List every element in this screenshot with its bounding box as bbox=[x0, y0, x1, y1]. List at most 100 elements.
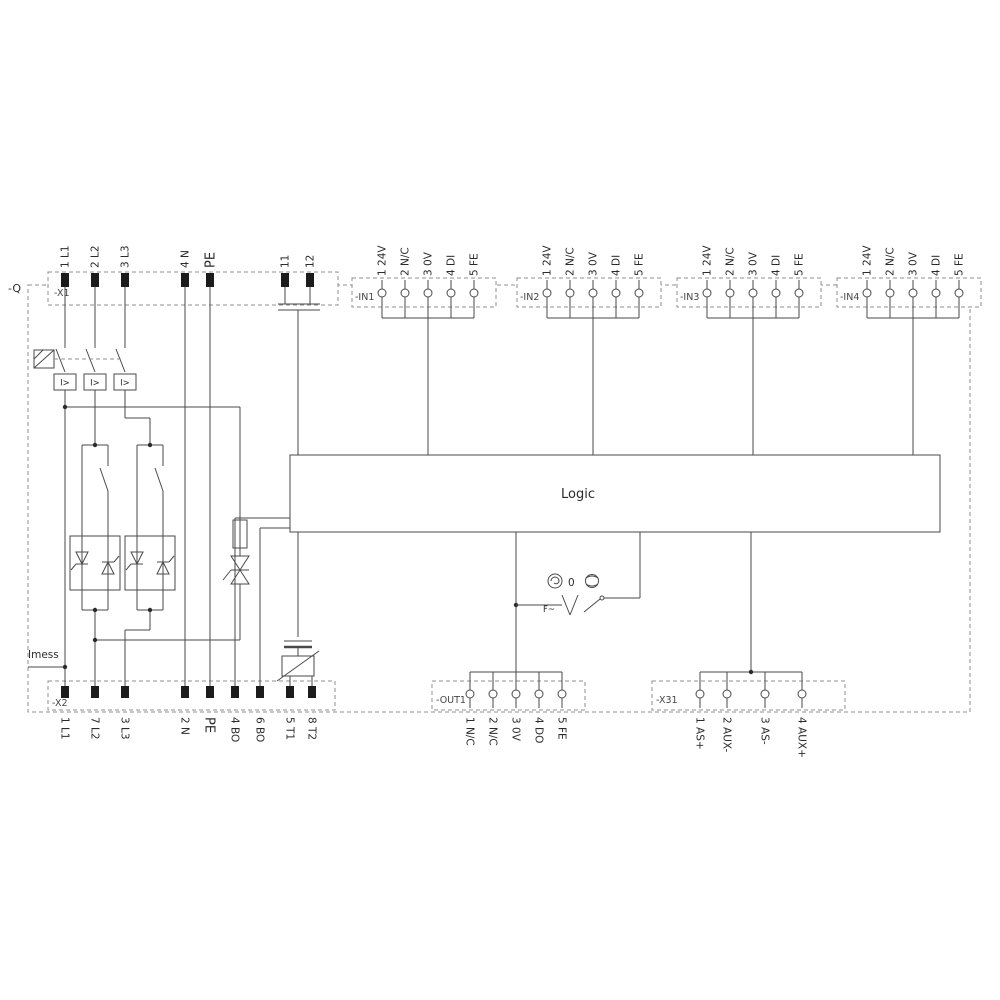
terminal-label: 4 AUX+ bbox=[796, 717, 808, 758]
out1-connector: -OUT1 1 N/C 2 N/C 3 0V 4 DO 5 FE bbox=[436, 532, 568, 746]
in1-connector: -IN1 1 24V 2 N/C 3 0V 4 DI 5 FE bbox=[355, 245, 481, 455]
connector-label: -X1 bbox=[54, 288, 70, 299]
connector-label: -X2 bbox=[52, 698, 68, 709]
terminal-label: 4 N bbox=[180, 250, 192, 268]
fuse-icon bbox=[232, 519, 248, 549]
fan-icon bbox=[547, 573, 563, 589]
terminal-pin bbox=[797, 689, 807, 699]
ground-icon bbox=[284, 640, 312, 649]
terminal-pin bbox=[702, 288, 712, 298]
terminal-pin bbox=[400, 288, 410, 298]
terminal-pin bbox=[206, 686, 214, 698]
terminal-pin bbox=[862, 288, 872, 298]
varistor-icon bbox=[276, 650, 320, 682]
terminal-pin bbox=[695, 689, 705, 699]
terminal-pin bbox=[588, 288, 598, 298]
x31-connector: -X31 1 AS+ 2 AUX- 3 AS- 4 AUX+ bbox=[656, 532, 808, 758]
thyristor-module-icon bbox=[69, 535, 121, 591]
terminal-label: 1 L1 bbox=[59, 717, 71, 740]
terminal-label: 11 bbox=[280, 255, 292, 268]
terminal-label: 1 L1 bbox=[60, 245, 72, 268]
terminal-pin bbox=[760, 689, 770, 699]
device-boundary bbox=[27, 284, 971, 713]
trip-label: I> bbox=[120, 379, 130, 389]
power-wiring bbox=[55, 287, 290, 686]
terminal-pin bbox=[256, 686, 264, 698]
terminal-label: 3 0V bbox=[510, 717, 522, 742]
terminal-pin bbox=[423, 288, 433, 298]
thermal-contact-icon bbox=[583, 532, 641, 613]
terminal-label: 3 0V bbox=[423, 251, 435, 276]
terminal-pin bbox=[308, 686, 316, 698]
terminal-label: 3 L3 bbox=[119, 717, 131, 740]
terminal-label: 2 AUX- bbox=[721, 717, 733, 753]
fan-label: F~ bbox=[543, 605, 555, 615]
x2-connector: -X2 1 L1 7 L2 3 L3 2 N PE 4 BO 6 BO 5 T1… bbox=[52, 686, 318, 742]
trip-label: I> bbox=[90, 379, 100, 389]
terminal-label: 3 0V bbox=[908, 251, 920, 276]
terminal-pin bbox=[722, 689, 732, 699]
terminal-label: 2 N/C bbox=[400, 247, 412, 276]
terminal-label: 8 T2 bbox=[306, 717, 318, 740]
terminal-label: 3 0V bbox=[748, 251, 760, 276]
logic-label: Logic bbox=[561, 487, 595, 502]
terminal-pin bbox=[181, 686, 189, 698]
terminal-pin bbox=[931, 288, 941, 298]
in4-connector: -IN4 1 24V 2 N/C 3 0V 4 DI 5 FE bbox=[840, 245, 966, 455]
terminal-label: 1 24V bbox=[377, 245, 389, 276]
terminal-pin bbox=[121, 686, 129, 698]
terminal-label: 1 24V bbox=[542, 245, 554, 276]
terminal-label: 2 L2 bbox=[90, 245, 102, 268]
terminal-pin bbox=[281, 273, 289, 287]
terminal-pin bbox=[794, 288, 804, 298]
terminal-pin bbox=[181, 273, 189, 287]
overcurrent-trip-icon bbox=[83, 373, 107, 391]
terminal-label: 1 N/C bbox=[464, 717, 476, 746]
x1-connector: -X1 1 L1 2 L2 3 L3 4 N PE 11 12 bbox=[54, 245, 317, 299]
device-boundary-label: -Q bbox=[8, 282, 21, 295]
connector-label: -X31 bbox=[656, 695, 678, 706]
fan-motor-icon bbox=[585, 574, 599, 588]
terminal-pin bbox=[885, 288, 895, 298]
terminal-label: 4 DI bbox=[611, 255, 623, 276]
terminal-label: 5 FE bbox=[556, 717, 568, 740]
terminal-pin bbox=[611, 288, 621, 298]
current-measurement: Imess bbox=[28, 649, 68, 670]
terminal-label: 5 T1 bbox=[284, 717, 296, 740]
terminal-label: 5 FE bbox=[794, 253, 806, 276]
probe-icon bbox=[561, 594, 579, 616]
terminal-pin bbox=[446, 288, 456, 298]
terminal-pin bbox=[725, 288, 735, 298]
in3-connector: -IN3 1 24V 2 N/C 3 0V 4 DI 5 FE bbox=[680, 245, 806, 455]
breakover-thyristor-icon bbox=[222, 555, 250, 585]
terminal-label: 6 BO bbox=[254, 717, 266, 742]
terminal-label: PE bbox=[202, 717, 217, 733]
terminal-label: 2 N bbox=[179, 717, 191, 735]
terminal-label: 3 L3 bbox=[120, 245, 132, 268]
terminal-pin bbox=[511, 689, 521, 699]
imess-label: Imess bbox=[28, 649, 59, 661]
terminal-label: 5 FE bbox=[634, 253, 646, 276]
terminal-pin bbox=[534, 689, 544, 699]
terminal-label: 2 N/C bbox=[725, 247, 737, 276]
terminal-pin bbox=[306, 273, 314, 287]
terminal-pin bbox=[377, 288, 387, 298]
terminal-label: 2 N/C bbox=[487, 717, 499, 746]
terminal-label: 2 N/C bbox=[885, 247, 897, 276]
terminal-pin bbox=[206, 273, 214, 287]
terminal-label: 2 N/C bbox=[565, 247, 577, 276]
terminal-label: 4 DI bbox=[771, 255, 783, 276]
terminal-label: 3 AS- bbox=[759, 717, 771, 745]
terminal-label: 12 bbox=[305, 255, 317, 268]
terminal-pin bbox=[61, 686, 69, 698]
terminal-label: 3 0V bbox=[588, 251, 600, 276]
terminal-pin bbox=[488, 689, 498, 699]
terminal-pin bbox=[565, 288, 575, 298]
terminal-pin bbox=[469, 288, 479, 298]
terminal-label: 4 DO bbox=[533, 717, 545, 743]
temperature-zero-label: 0 bbox=[568, 577, 575, 589]
terminal-pin bbox=[61, 273, 69, 287]
connector-label: -IN4 bbox=[840, 292, 859, 303]
